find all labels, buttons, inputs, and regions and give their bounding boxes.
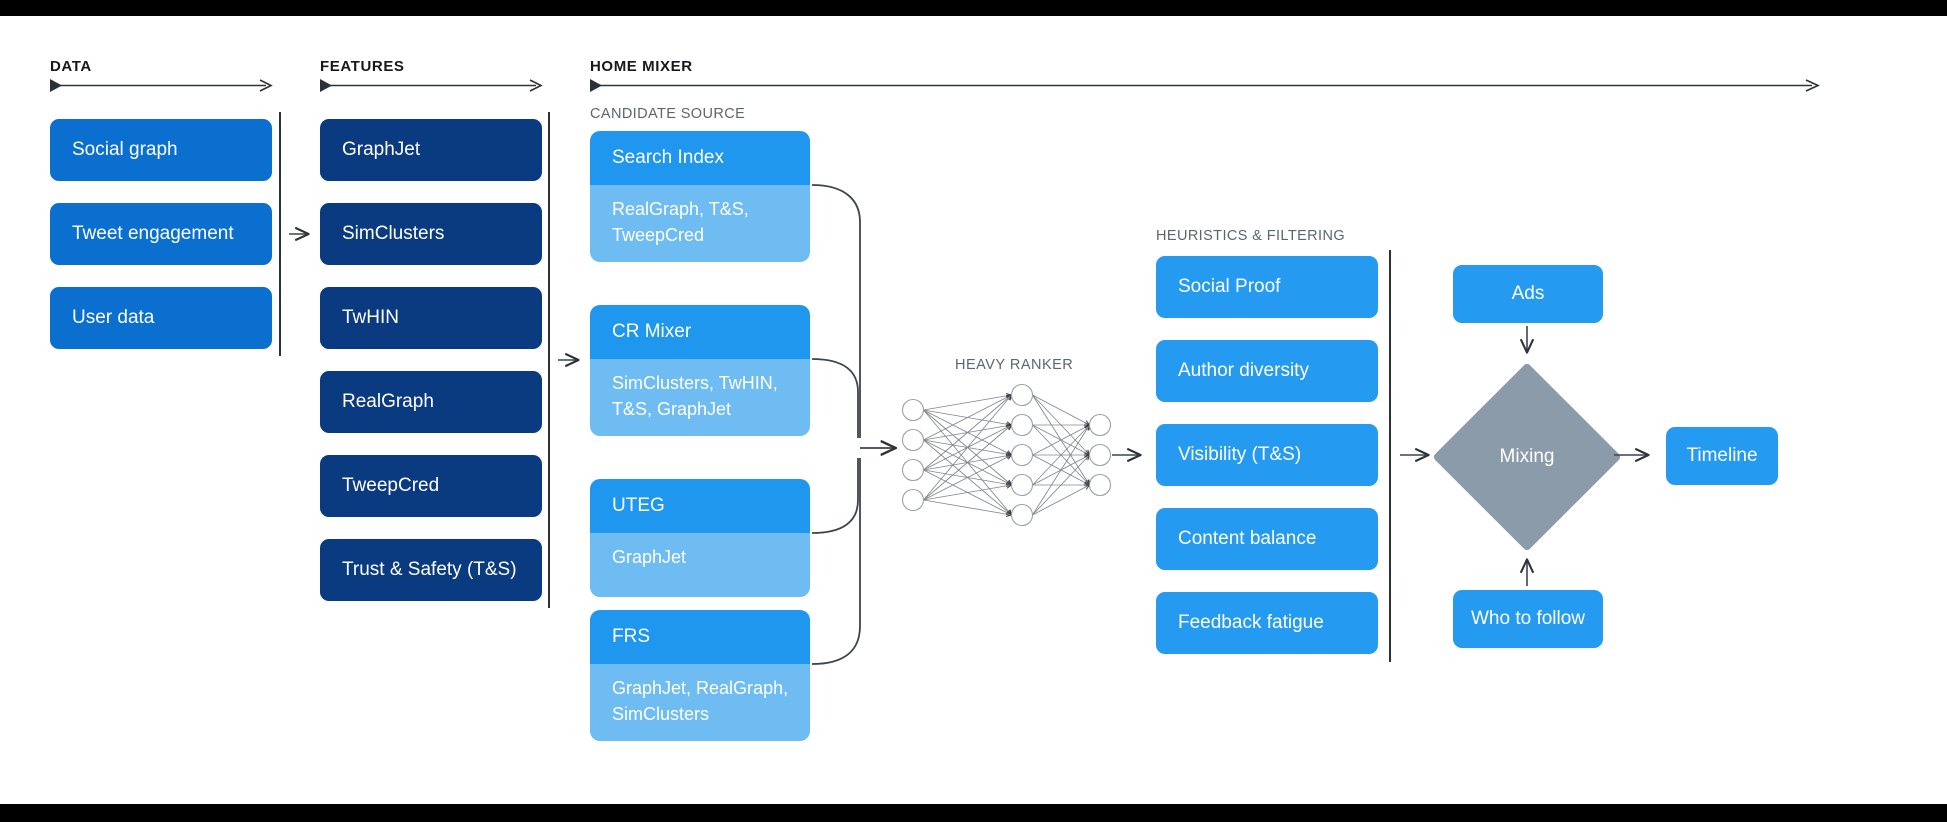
timeline-box[interactable]: Timeline — [1666, 427, 1778, 485]
data-box-tweet-engagement[interactable]: Tweet engagement — [50, 203, 272, 265]
heavy-ranker-label: HEAVY RANKER — [955, 357, 1074, 373]
subtitle-candidate-source: CANDIDATE SOURCE — [590, 106, 746, 122]
heuristic-box-feedback-fatigue[interactable]: Feedback fatigue — [1156, 592, 1378, 654]
connector-candidate-sources-to-ranker — [811, 184, 895, 665]
feature-box-label: GraphJet — [342, 138, 421, 160]
candidate-source-card-uteg[interactable]: UTEG GraphJet — [590, 479, 810, 597]
divider-features-mixer — [548, 112, 550, 608]
candidate-source-title: FRS — [590, 610, 810, 664]
candidate-source-title: CR Mixer — [590, 305, 810, 359]
feature-box-label: Trust & Safety (T&S) — [342, 558, 517, 580]
feature-box-realgraph[interactable]: RealGraph — [320, 371, 542, 433]
feature-box-label: TwHIN — [342, 306, 399, 328]
candidate-source-card-search-index[interactable]: Search Index RealGraph, T&S, TweepCred — [590, 131, 810, 263]
heuristic-box-author-diversity[interactable]: Author diversity — [1156, 340, 1378, 402]
heuristic-box-visibility[interactable]: Visibility (T&S) — [1156, 424, 1378, 486]
band-rule-home-mixer — [590, 79, 1820, 92]
heuristic-box-content-balance[interactable]: Content balance — [1156, 508, 1378, 570]
feature-box-simclusters[interactable]: SimClusters — [320, 203, 542, 265]
candidate-source-features: RealGraph, T&S, TweepCred — [590, 185, 810, 263]
section-title-features: FEATURES — [320, 58, 405, 75]
candidate-source-card-cr-mixer[interactable]: CR Mixer SimClusters, TwHIN, T&S, GraphJ… — [590, 305, 810, 437]
heuristic-box-label: Feedback fatigue — [1178, 611, 1324, 633]
feature-box-graphjet[interactable]: GraphJet — [320, 119, 542, 181]
who-to-follow-label: Who to follow — [1470, 607, 1586, 629]
heuristic-box-label: Content balance — [1178, 527, 1317, 549]
feature-box-label: RealGraph — [342, 390, 434, 412]
ads-box[interactable]: Ads — [1453, 265, 1603, 323]
data-box-label: Tweet engagement — [72, 222, 234, 244]
candidate-source-features: GraphJet, RealGraph, SimClusters — [590, 664, 810, 742]
feature-box-twhin[interactable]: TwHIN — [320, 287, 542, 349]
heuristic-box-label: Social Proof — [1178, 275, 1281, 297]
candidate-source-features: SimClusters, TwHIN, T&S, GraphJet — [590, 359, 810, 437]
candidate-source-card-frs[interactable]: FRS GraphJet, RealGraph, SimClusters — [590, 610, 810, 742]
ads-label: Ads — [1511, 282, 1545, 304]
feature-box-trust-safety[interactable]: Trust & Safety (T&S) — [320, 539, 542, 601]
mixing-label: Mixing — [1499, 446, 1555, 467]
divider-data-features — [279, 112, 281, 356]
heavy-ranker-network — [923, 393, 1091, 517]
divider-heuristics-mixing — [1389, 250, 1391, 662]
section-title-data: DATA — [50, 58, 92, 75]
heavy-ranker-nodes — [901, 383, 1112, 527]
candidate-source-features: GraphJet — [590, 533, 810, 597]
candidate-source-title: Search Index — [590, 131, 810, 185]
heuristic-box-social-proof[interactable]: Social Proof — [1156, 256, 1378, 318]
heuristic-box-label: Visibility (T&S) — [1178, 443, 1302, 465]
top-letterbox-bar — [0, 0, 1947, 16]
band-rule-data — [50, 79, 273, 92]
subtitle-heuristics-filtering: HEURISTICS & FILTERING — [1156, 228, 1345, 244]
timeline-label: Timeline — [1686, 444, 1758, 466]
data-box-user-data[interactable]: User data — [50, 287, 272, 349]
band-rule-features — [320, 79, 543, 92]
feature-box-tweepcred[interactable]: TweepCred — [320, 455, 542, 517]
feature-box-label: SimClusters — [342, 222, 445, 244]
who-to-follow-box[interactable]: Who to follow — [1453, 590, 1603, 648]
section-title-home-mixer: HOME MIXER — [590, 58, 693, 75]
feature-box-label: TweepCred — [342, 474, 440, 496]
heuristic-box-label: Author diversity — [1178, 359, 1309, 381]
data-box-label: Social graph — [72, 138, 178, 160]
candidate-source-title: UTEG — [590, 479, 810, 533]
data-box-social-graph[interactable]: Social graph — [50, 119, 272, 181]
bottom-letterbox-bar — [0, 804, 1947, 822]
data-box-label: User data — [72, 306, 155, 328]
